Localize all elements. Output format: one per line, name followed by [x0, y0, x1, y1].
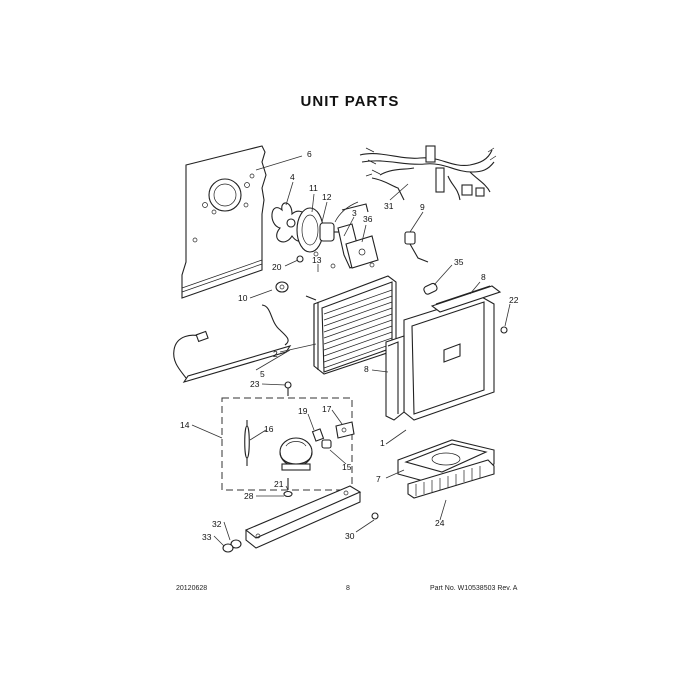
base-plate: [244, 478, 362, 549]
side-panel: [385, 335, 405, 421]
callout-30: 30: [345, 531, 355, 541]
callout-35: 35: [454, 257, 464, 267]
callout-15: 15: [342, 462, 352, 472]
callout-12: 12: [322, 192, 332, 202]
page-title: UNIT PARTS: [300, 93, 400, 110]
callout-7: 7: [376, 474, 381, 484]
callout-2: 2: [273, 349, 278, 359]
callout-33: 33: [202, 532, 212, 542]
footer-page-number: 8: [346, 585, 350, 592]
callout-11: 11: [309, 183, 318, 193]
callout-22: 22: [509, 295, 519, 305]
heater-tube: [173, 304, 292, 383]
callout-23: 23: [250, 379, 260, 389]
fan-assembly: [271, 201, 379, 269]
front-panel: [403, 285, 502, 421]
callout-20: 20: [272, 262, 282, 272]
callout-36: 36: [363, 214, 373, 224]
footer-date: 20120628: [176, 585, 208, 592]
callout-10: 10: [238, 293, 248, 303]
leader-lines: [191, 155, 511, 547]
wire-harness: [359, 145, 497, 201]
callout-6-top: 6: [307, 149, 312, 159]
callout-28: 28: [244, 491, 254, 501]
callout-labels: 6 4 11 12 3 36 31 9 20 13 35 8 10 22 2 5…: [180, 149, 519, 542]
callout-1: 1: [380, 438, 385, 448]
drain-pan: [397, 439, 495, 487]
switch-part: [404, 231, 429, 263]
footer-part-number: Part No. W10538503 Rev. A: [430, 585, 518, 592]
callout-16: 16: [264, 424, 274, 434]
callout-14: 14: [180, 420, 190, 430]
callout-21: 21: [274, 479, 284, 489]
small-hardware: [222, 255, 508, 553]
callout-3: 3: [352, 208, 357, 218]
callout-13: 13: [312, 255, 322, 265]
callout-9: 9: [420, 202, 425, 212]
callout-32: 32: [212, 519, 222, 529]
rear-panel: [181, 145, 267, 299]
callout-5: 5: [260, 369, 265, 379]
callout-31: 31: [384, 201, 394, 211]
condenser: [305, 275, 397, 375]
callout-8-top: 8: [481, 272, 486, 282]
grille: [407, 459, 495, 499]
callout-24: 24: [435, 518, 445, 528]
callout-19: 19: [298, 406, 308, 416]
callout-8-left: 8: [364, 364, 369, 374]
callout-4: 4: [290, 172, 295, 182]
fuse-part: [423, 282, 438, 295]
compressor-group: [221, 397, 355, 491]
callout-17: 17: [322, 404, 332, 414]
